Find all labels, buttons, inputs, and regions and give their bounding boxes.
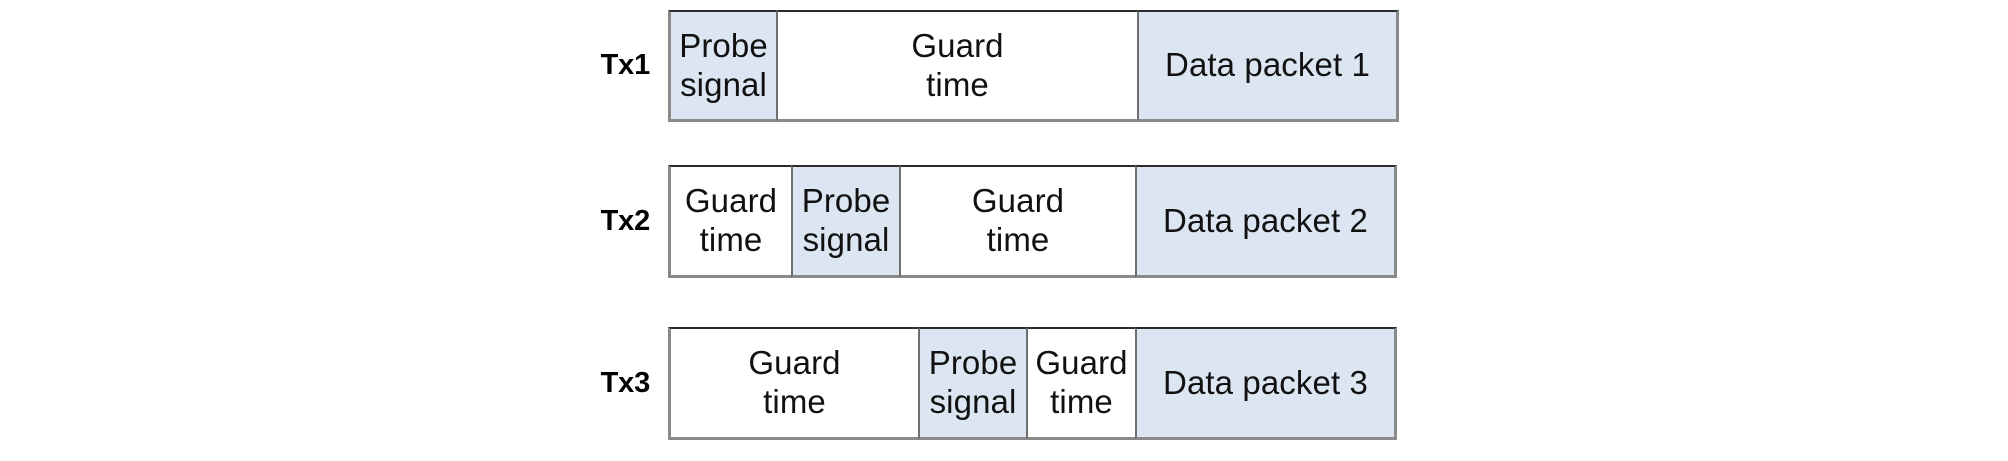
slot-probe-signal: Probe signal — [918, 327, 1028, 440]
slot-label: Guard time — [911, 26, 1004, 103]
slot-guard-time: Guard time — [668, 327, 920, 440]
slot-label: Guard time — [1035, 344, 1128, 420]
slot-label: Guard time — [684, 182, 778, 258]
slot-label: Guard time — [971, 182, 1065, 258]
slot-data-packet: Data packet 3 — [1135, 327, 1397, 440]
row-label-tx2: Tx2 — [600, 204, 651, 237]
tx-timeline-tx1: Probe signal Guard time Data packet 1 — [668, 10, 1399, 122]
slot-label: Data packet 3 — [1163, 363, 1368, 401]
slot-guard-time: Guard time — [1026, 327, 1137, 440]
tx-timeline-tx2: Guard time Probe signal Guard time Data pac… — [668, 165, 1397, 278]
slot-probe-signal: Probe signal — [668, 10, 778, 122]
slot-label: Probe signal — [801, 182, 891, 258]
row-label-tx3: Tx3 — [600, 366, 651, 399]
row-label-tx1: Tx1 — [600, 49, 651, 81]
slot-probe-signal: Probe signal — [791, 165, 901, 278]
slot-data-packet: Data packet 1 — [1137, 10, 1399, 122]
slot-label: Probe signal — [679, 26, 768, 103]
slot-guard-time: Guard time — [668, 165, 793, 278]
slot-label: Data packet 2 — [1163, 201, 1368, 239]
slot-label: Data packet 1 — [1165, 46, 1370, 84]
slot-guard-time: Guard time — [899, 165, 1137, 278]
slot-data-packet: Data packet 2 — [1135, 165, 1397, 278]
slot-guard-time: Guard time — [776, 10, 1139, 122]
slot-label: Probe signal — [928, 344, 1018, 420]
slot-label: Guard time — [748, 344, 841, 420]
